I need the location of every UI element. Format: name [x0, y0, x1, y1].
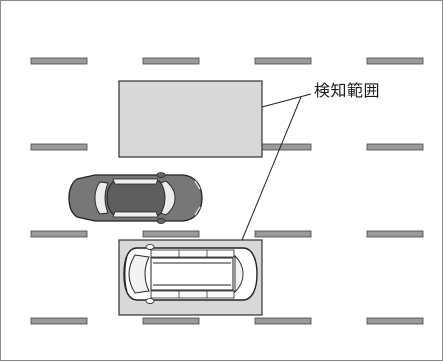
lane-mark: [254, 143, 312, 151]
lane-mark: [30, 143, 88, 151]
lane-mark: [142, 57, 200, 65]
detection-zone-upper: [118, 80, 263, 158]
lane-mark: [142, 317, 200, 325]
lane-mark: [254, 57, 312, 65]
leader-line-upper: [261, 93, 312, 108]
lane-mark: [366, 317, 424, 325]
white-minivan: [123, 244, 258, 304]
lane-mark: [366, 57, 424, 65]
dark-sedan: [68, 172, 203, 224]
lane-mark: [142, 230, 200, 238]
leader-lines: [241, 93, 312, 241]
leader-line-lower: [241, 96, 302, 241]
lane-mark: [30, 317, 88, 325]
lane-mark: [30, 57, 88, 65]
lane-mark: [254, 230, 312, 238]
lane-mark: [30, 230, 88, 238]
detection-range-label: 検知範囲: [314, 81, 381, 100]
lane-mark: [366, 143, 424, 151]
lane-mark: [254, 317, 312, 325]
lane-mark: [366, 230, 424, 238]
